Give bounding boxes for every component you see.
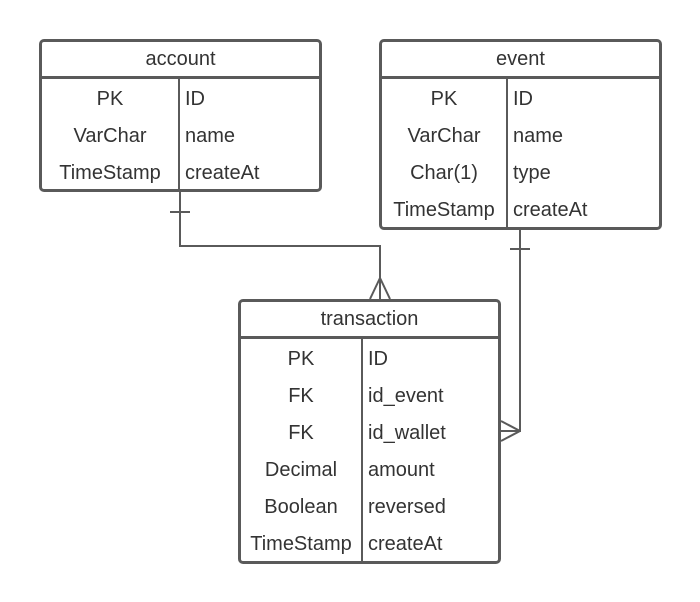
attribute-name: id_wallet xyxy=(368,422,446,444)
column-divider xyxy=(506,79,508,227)
column-divider xyxy=(361,339,363,561)
attribute-type: Boolean xyxy=(264,496,338,518)
entity-body: PK ID VarChar name TimeStamp createAt xyxy=(42,79,319,189)
attribute-name: ID xyxy=(185,88,205,110)
attribute-name: createAt xyxy=(185,162,260,184)
connector-line-event-transaction xyxy=(501,230,521,432)
entity-account[interactable]: account PK ID VarChar name TimeStamp cre… xyxy=(39,39,322,192)
attribute-name: type xyxy=(513,162,551,184)
connector-line-account-transaction xyxy=(179,192,381,299)
attribute-name: name xyxy=(513,125,564,147)
table-row[interactable]: TimeStamp createAt xyxy=(241,526,498,561)
table-row[interactable]: FK id_wallet xyxy=(241,415,498,452)
entity-body: PK ID FK id_event FK id_wallet Decimal a… xyxy=(241,339,498,561)
attribute-type: TimeStamp xyxy=(393,199,495,221)
attribute-type: TimeStamp xyxy=(250,533,352,555)
attribute-name: id_event xyxy=(368,385,444,407)
attribute-name: ID xyxy=(513,88,533,110)
table-row[interactable]: TimeStamp createAt xyxy=(382,192,659,227)
entity-event[interactable]: event PK ID VarChar name Char(1) type Ti… xyxy=(379,39,662,230)
table-row[interactable]: Boolean reversed xyxy=(241,489,498,526)
attribute-type: VarChar xyxy=(407,125,481,147)
many-marker-transaction-bottom xyxy=(500,430,521,442)
many-marker-transaction-right xyxy=(379,277,391,300)
relationship-event-transaction[interactable] xyxy=(500,230,530,442)
attribute-type: FK xyxy=(288,385,314,407)
attribute-type: Decimal xyxy=(264,459,338,481)
attribute-type: FK xyxy=(288,422,314,444)
entity-title: transaction xyxy=(241,302,498,339)
attribute-type: VarChar xyxy=(73,125,147,147)
column-divider xyxy=(178,79,180,189)
many-marker-transaction-left xyxy=(369,277,381,300)
attribute-type: Char(1) xyxy=(410,162,478,184)
entity-transaction[interactable]: transaction PK ID FK id_event FK id_wall… xyxy=(238,299,501,564)
attribute-name: createAt xyxy=(513,199,588,221)
table-row[interactable]: PK ID xyxy=(241,341,498,378)
attribute-name: reversed xyxy=(368,496,446,518)
table-row[interactable]: VarChar name xyxy=(42,118,319,155)
attribute-name: createAt xyxy=(368,533,443,555)
table-row[interactable]: PK ID xyxy=(382,81,659,118)
table-row[interactable]: Char(1) type xyxy=(382,155,659,192)
attribute-type: TimeStamp xyxy=(59,162,161,184)
many-marker-transaction-top xyxy=(500,420,521,432)
table-row[interactable]: PK ID xyxy=(42,81,319,118)
attribute-name: ID xyxy=(368,348,388,370)
table-row[interactable]: FK id_event xyxy=(241,378,498,415)
entity-title: account xyxy=(42,42,319,79)
attribute-name: name xyxy=(185,125,236,147)
attribute-type: PK xyxy=(96,88,124,110)
entity-body: PK ID VarChar name Char(1) type TimeStam… xyxy=(382,79,659,227)
entity-title: event xyxy=(382,42,659,79)
relationship-account-transaction[interactable] xyxy=(170,192,391,300)
attribute-type: PK xyxy=(287,348,315,370)
table-row[interactable]: TimeStamp createAt xyxy=(42,155,319,189)
attribute-name: amount xyxy=(368,459,435,481)
table-row[interactable]: VarChar name xyxy=(382,118,659,155)
attribute-type: PK xyxy=(430,88,458,110)
table-row[interactable]: Decimal amount xyxy=(241,452,498,489)
